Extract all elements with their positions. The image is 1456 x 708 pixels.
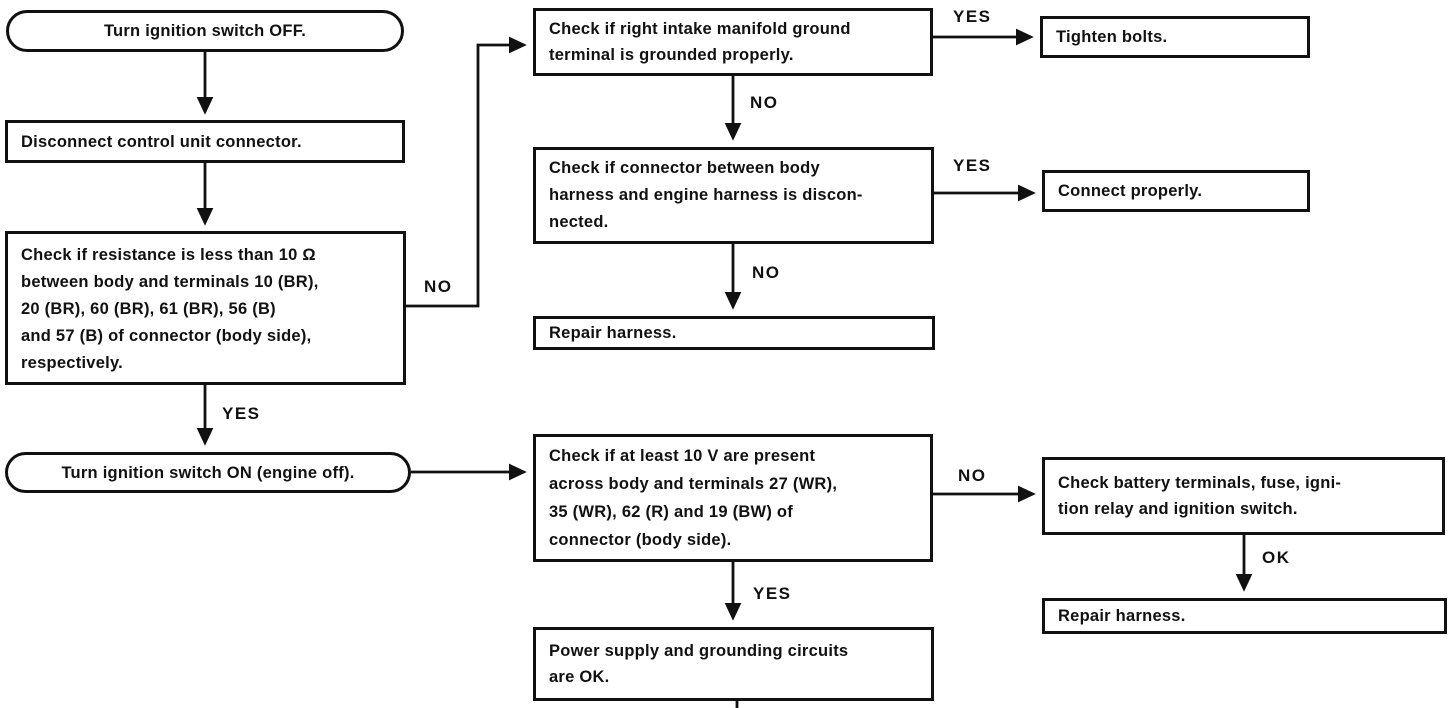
node-label: Disconnect control unit connector. (21, 132, 302, 151)
edge-label-resistance-yes: YES (222, 404, 261, 423)
edge-label-voltage-no: NO (958, 466, 987, 485)
edge-label-manifold-yes: YES (953, 7, 992, 26)
node-label: Check if resistance is less than 10 Ω be… (21, 246, 319, 372)
flow-node-disconnect-control-unit: Disconnect control unit connector. (5, 120, 405, 163)
node-label: Tighten bolts. (1056, 28, 1168, 46)
edge-label-connector-no: NO (752, 263, 781, 282)
flow-node-turn-ignition-off: Turn ignition switch OFF. (6, 10, 404, 52)
node-label: Power supply and grounding circuits are … (549, 642, 849, 686)
flow-node-check-resistance: Check if resistance is less than 10 Ω be… (5, 231, 406, 385)
flow-node-turn-ignition-on: Turn ignition switch ON (engine off). (5, 452, 411, 493)
arrow-resist-no-to-manifold (406, 36, 527, 308)
flow-node-power-supply-ok: Power supply and grounding circuits are … (533, 627, 934, 701)
edge-label-manifold-no: NO (750, 93, 779, 112)
flow-node-repair-harness-middle: Repair harness. (533, 316, 935, 350)
node-label: Repair harness. (549, 324, 677, 342)
node-label: Check if right intake manifold ground te… (549, 20, 851, 64)
flow-node-check-harness-connector: Check if connector between body harness … (533, 147, 934, 244)
edge-label-battery-ok: OK (1262, 548, 1291, 567)
flow-node-repair-harness-right: Repair harness. (1042, 598, 1447, 634)
flow-node-check-battery: Check battery terminals, fuse, igni- tio… (1042, 457, 1445, 535)
flow-node-check-voltage: Check if at least 10 V are present acros… (533, 434, 933, 562)
node-label: Check if at least 10 V are present acros… (549, 447, 838, 549)
node-label: Check battery terminals, fuse, igni- tio… (1058, 474, 1342, 518)
node-label: Check if connector between body harness … (549, 159, 863, 231)
node-label: Turn ignition switch ON (engine off). (61, 463, 355, 482)
node-label: Connect properly. (1058, 182, 1203, 200)
node-label: Turn ignition switch OFF. (103, 22, 307, 40)
edge-label-resistance-no: NO (424, 277, 453, 296)
flow-node-check-manifold-ground: Check if right intake manifold ground te… (533, 8, 933, 76)
flow-node-tighten-bolts: Tighten bolts. (1040, 16, 1310, 58)
flow-node-connect-properly: Connect properly. (1042, 170, 1310, 212)
node-label: Repair harness. (1058, 607, 1186, 625)
edge-label-connector-yes: YES (953, 156, 992, 175)
edge-label-voltage-yes: YES (753, 584, 792, 603)
